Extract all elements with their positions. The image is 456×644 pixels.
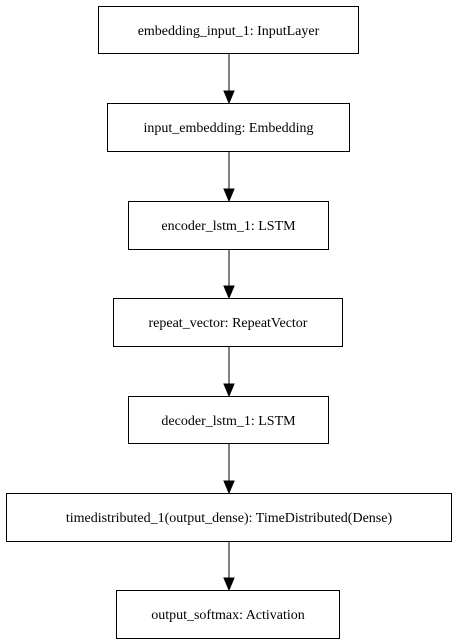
edge-input-embedding-to-encoder-lstm [223,151,235,203]
node-label-encoder-lstm-1: encoder_lstm_1: LSTM [161,219,296,234]
edge-embedding-input-to-input-embedding [223,54,235,105]
node-encoder-lstm-1: encoder_lstm_1: LSTM [128,201,329,250]
node-input-embedding: input_embedding: Embedding [107,103,350,152]
node-label-input-embedding: input_embedding: Embedding [144,121,314,136]
node-label-output-softmax: output_softmax: Activation [151,608,305,623]
node-label-repeat-vector: repeat_vector: RepeatVector [149,316,308,331]
node-repeat-vector: repeat_vector: RepeatVector [113,298,343,347]
node-embedding-input-1: embedding_input_1: InputLayer [98,6,359,54]
edge-decoder-lstm-to-timedistributed [223,444,235,495]
node-label-decoder-lstm-1: decoder_lstm_1: LSTM [161,414,296,429]
edge-encoder-lstm-to-repeat-vector [223,249,235,300]
node-label-timedistributed-1: timedistributed_1(output_dense): TimeDis… [66,511,393,526]
edge-timedistributed-to-output-softmax [223,541,235,592]
node-timedistributed-1: timedistributed_1(output_dense): TimeDis… [6,493,452,542]
node-label-embedding-input-1: embedding_input_1: InputLayer [138,24,320,39]
edge-repeat-vector-to-decoder-lstm [223,346,235,398]
node-output-softmax: output_softmax: Activation [116,590,340,639]
node-decoder-lstm-1: decoder_lstm_1: LSTM [128,396,329,444]
